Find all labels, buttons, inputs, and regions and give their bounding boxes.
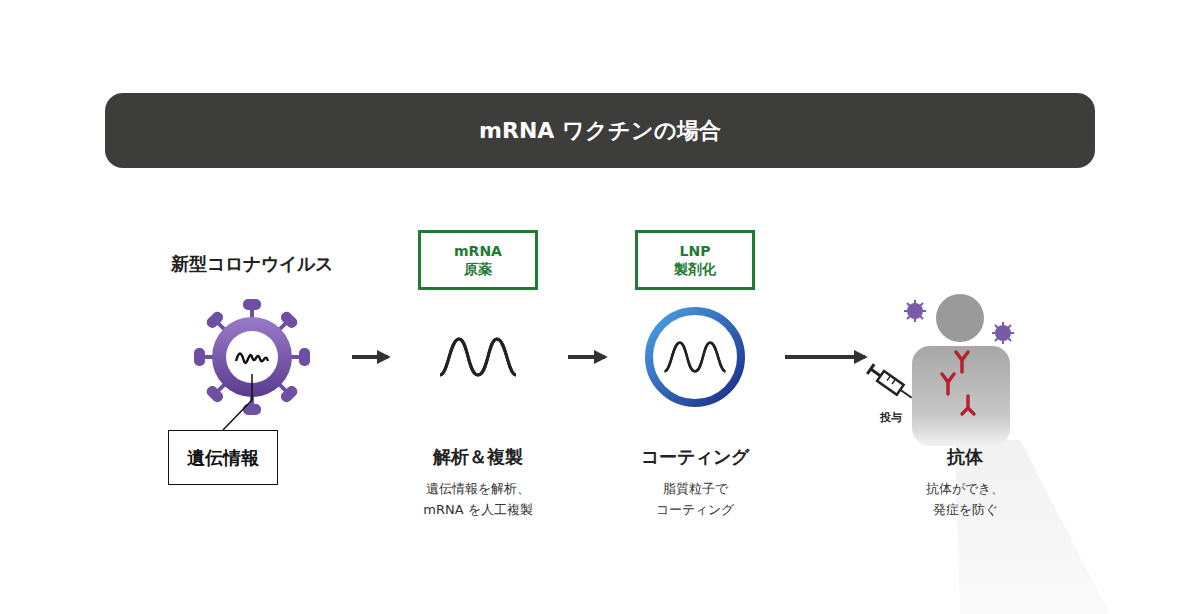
node-heading: 解析＆複製 (398, 445, 558, 469)
info-box: 遺伝情報 (168, 430, 278, 485)
title-bar (105, 93, 1095, 168)
node-heading: 遺伝情報 (187, 446, 259, 470)
node-description: 脂質粒子で コーティング (635, 479, 755, 521)
virus-icon (196, 301, 308, 413)
mrna-glyph (440, 339, 516, 375)
result-column: 抗体抗体ができ、 発症を防ぐ (875, 300, 1055, 531)
flow-arrow (352, 355, 388, 359)
leader-line (223, 374, 252, 430)
stage-box: LNP 製剤化 (635, 230, 755, 290)
step-column: 解析＆複製遺伝情報を解析、 mRNA を人工複製 (398, 300, 558, 531)
flow-arrow (785, 355, 865, 359)
stage-box: mRNA 原薬 (418, 230, 538, 290)
person-figure (912, 294, 1010, 446)
node-heading: コーティング (615, 445, 775, 469)
node-description: 抗体ができ、 発症を防ぐ (905, 479, 1025, 521)
lnp-particle (649, 311, 741, 403)
title-holder: mRNA ワクチンの場合 (105, 93, 1095, 168)
note-label: 投与 (880, 410, 902, 425)
node-heading: LNP 製剤化 (669, 242, 721, 278)
flow-arrow (568, 355, 605, 359)
virus-column: 新型コロナウイルス (162, 252, 342, 412)
node-heading: 抗体 (880, 445, 1050, 469)
diagram-title: mRNA ワクチンの場合 (479, 116, 721, 146)
syringe (867, 364, 915, 403)
node-heading: 新型コロナウイルス (167, 252, 337, 276)
node-description: 遺伝情報を解析、 mRNA を人工複製 (418, 479, 538, 521)
node-heading: mRNA 原薬 (452, 242, 504, 278)
step-column: コーティング脂質粒子で コーティング (615, 300, 775, 531)
virus-particles (904, 300, 1014, 344)
